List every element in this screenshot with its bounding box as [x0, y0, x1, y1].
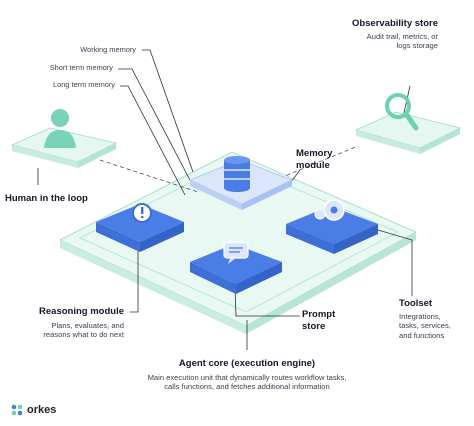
prompt-title: Prompt store	[302, 309, 335, 333]
reasoning-desc-line: Plans, evaluates, and	[51, 321, 124, 330]
prompt-title-line: store	[302, 320, 326, 332]
reasoning-block	[96, 204, 184, 252]
prompt-title-line: Prompt	[302, 309, 336, 320]
dashed-links	[99, 145, 359, 193]
agent-core-desc-line: calls functions, and fetches additional …	[164, 382, 330, 392]
chat-icon	[223, 241, 249, 264]
magnifier-icon	[385, 93, 419, 131]
reasoning-desc: Plans, evaluates, and reasons what to do…	[0, 321, 124, 340]
toolset-title: Toolset	[399, 298, 433, 309]
agent-core-desc-line: Main execution unit that dynamically rou…	[147, 373, 347, 382]
observability-desc: Audit trail, metrics, or logs storage	[300, 32, 438, 51]
prompt-block	[190, 244, 282, 294]
database-icon	[224, 156, 250, 192]
agent-core-desc: Main execution unit that dynamically rou…	[90, 373, 404, 392]
brand-name: orkes	[27, 404, 57, 416]
memory-module-title-line: Memory	[296, 148, 333, 159]
memory-item-short-term: Short term memory	[49, 63, 113, 72]
agent-core-title: Agent core (execution engine)	[178, 358, 316, 369]
reasoning-title: Reasoning module	[39, 306, 124, 317]
memory-item-long-term: Long term memory	[52, 80, 115, 89]
brand-logo[interactable]: orkes	[10, 403, 56, 417]
connector-lines	[37, 49, 413, 350]
toolset-desc-line: tasks, services,	[399, 321, 451, 331]
reasoning-desc-line: reasons what to do next	[43, 330, 124, 340]
agent-core-platform	[58, 151, 418, 334]
observability-desc-line: Audit trail, metrics, or	[366, 32, 438, 41]
memory-item-working: Working memory	[80, 45, 136, 54]
toolset-desc-line: Integrations,	[399, 312, 441, 321]
toolset-desc: Integrations, tasks, services, and funct…	[399, 312, 451, 340]
gear-icon	[314, 199, 345, 221]
alert-icon	[132, 203, 152, 223]
memory-module-title: Memory module	[296, 148, 332, 172]
person-icon	[44, 109, 76, 148]
observability-block	[354, 111, 462, 154]
observability-title: Observability store	[351, 18, 438, 29]
toolset-desc-line: and functions	[399, 330, 445, 340]
observability-desc-line: logs storage	[396, 41, 438, 51]
orkes-logo-icon	[11, 404, 23, 416]
human-title: Human in the loop	[5, 193, 88, 204]
toolset-block	[286, 206, 378, 254]
memory-module-title-line: module	[296, 159, 330, 171]
